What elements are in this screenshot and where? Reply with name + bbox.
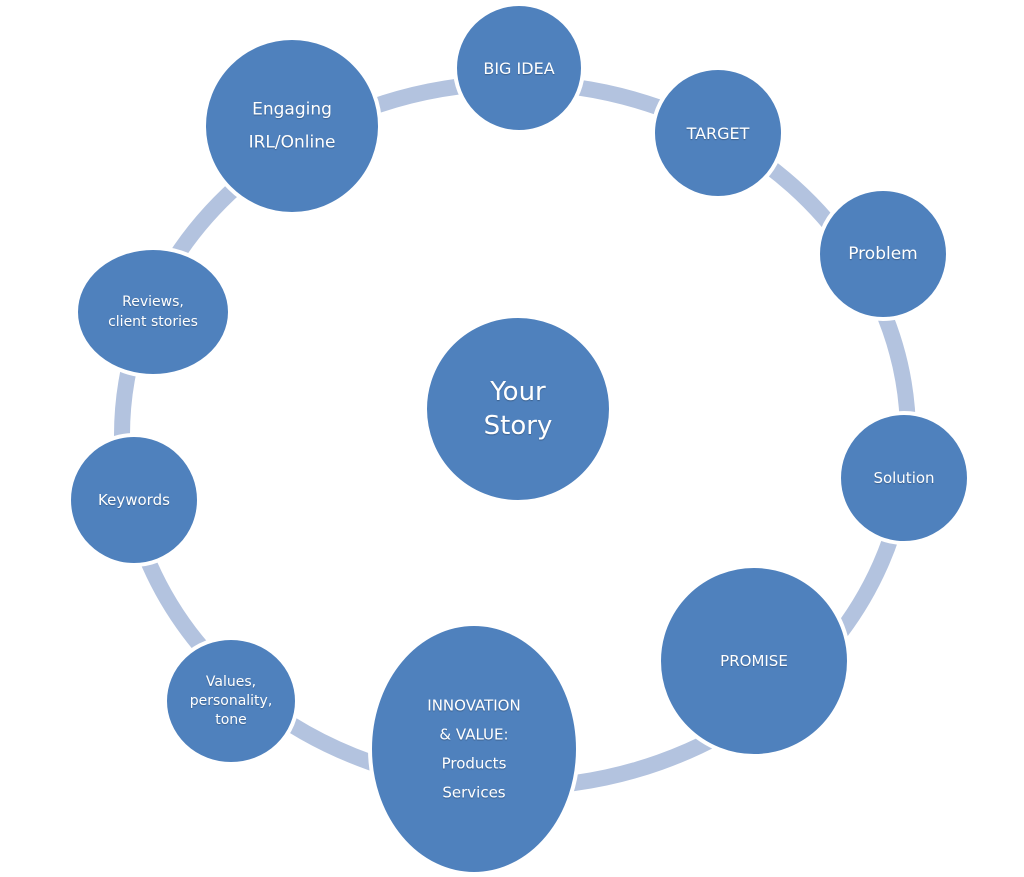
node-values-circle [163,636,299,766]
node-promise-circle [657,564,851,758]
node-values-label: Values, personality, tone [190,674,273,728]
label-line: tone [215,712,247,728]
center-circle [423,314,613,504]
label-line: Reviews, [122,294,184,310]
label-line: INNOVATION [427,697,520,715]
node-engaging-circle [202,36,382,216]
node-reviews-label: Reviews, client stories [108,294,198,330]
label-line: Problem [848,244,918,264]
node-reviews-circle [74,246,232,378]
node-target-circle [651,66,785,200]
node-solution-label: Solution [873,469,934,487]
label-line: Your [489,377,546,407]
node-values: Values, personality, tone [163,636,299,766]
node-problem: Problem [816,187,950,321]
node-big-idea-circle [453,2,585,134]
node-target: TARGET [651,66,785,200]
label-line: TARGET [686,124,750,143]
label-line: personality, [190,693,273,709]
node-keywords-circle [67,433,201,567]
node-problem-label: Problem [848,244,918,264]
node-keywords-label: Keywords [98,491,170,509]
label-line: BIG IDEA [483,59,554,78]
label-line: Services [442,784,505,802]
label-line: IRL/Online [249,133,336,153]
label-line: Products [442,755,507,773]
label-line: Engaging [252,100,332,120]
label-line: client stories [108,314,198,330]
label-line: Keywords [98,491,170,509]
label-line: Values, [206,674,256,690]
node-target-label: TARGET [686,124,750,143]
node-reviews: Reviews, client stories [74,246,232,378]
node-big-idea: BIG IDEA [453,2,585,134]
label-line: & VALUE: [439,726,508,744]
node-keywords: Keywords [67,433,201,567]
node-problem-circle [816,187,950,321]
label-line: PROMISE [720,652,788,670]
node-innovation-circle [368,622,580,876]
node-promise-label: PROMISE [720,652,788,670]
node-promise: PROMISE [657,564,851,758]
label-line: Story [484,411,553,441]
label-line: Solution [873,469,934,487]
node-solution: Solution [837,411,971,545]
node-solution-circle [837,411,971,545]
node-big-idea-label: BIG IDEA [483,59,554,78]
